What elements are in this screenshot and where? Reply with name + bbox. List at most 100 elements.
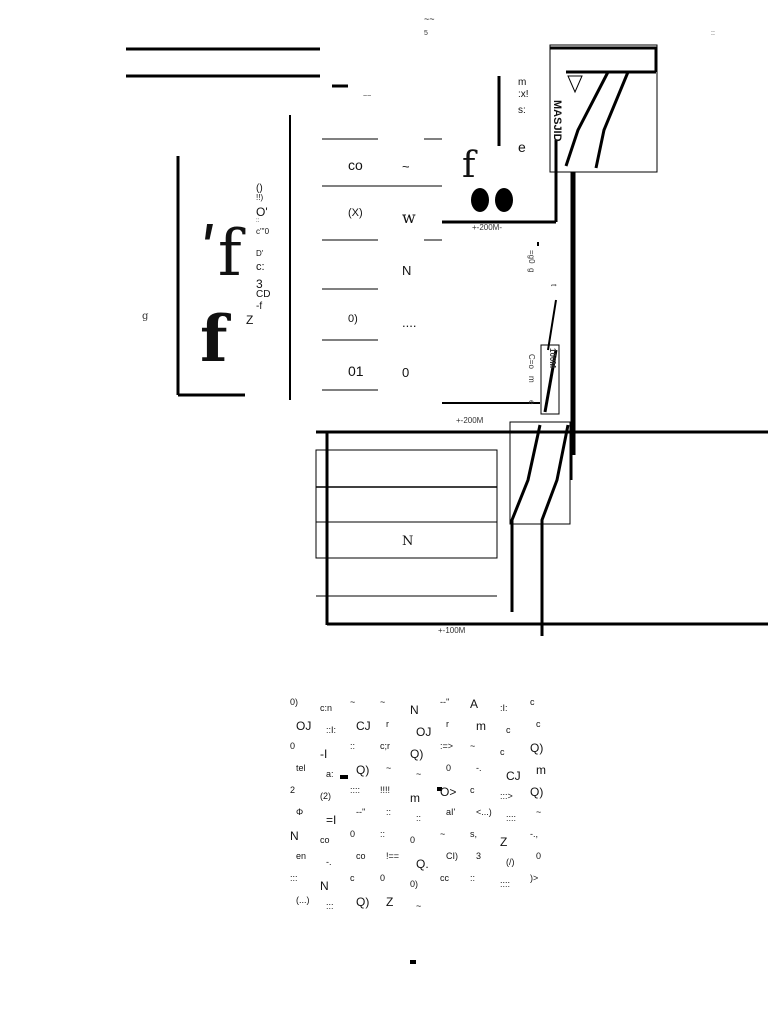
road-200m-top: +-200M-	[472, 223, 503, 232]
masjid-dome-icon	[567, 75, 583, 94]
legend-cell: ~	[536, 807, 542, 817]
left-tiny-g: g	[142, 311, 149, 322]
right-vertical-text: C=o	[527, 354, 536, 369]
legend-cell: OJ	[296, 719, 312, 733]
legend-cell: ::::	[500, 879, 511, 889]
junction-box	[509, 421, 571, 525]
legend-cell: !==	[386, 851, 400, 861]
legend-cell: N	[410, 703, 419, 717]
legend-cell: c:n	[320, 703, 333, 713]
legend-cell: --''	[440, 697, 450, 707]
legend-cell: 0	[446, 763, 452, 773]
legend-cell: O>	[440, 785, 457, 799]
left-column-item: ()	[256, 183, 263, 194]
legend-cell: ~	[416, 769, 422, 779]
legend-cell: N	[320, 879, 329, 893]
legend-cell: :::>	[500, 791, 513, 801]
legend-cell: c	[470, 785, 475, 795]
legend-cell: m	[476, 719, 486, 733]
legend-cell: OJ	[416, 725, 432, 739]
mid-row-right: ....	[402, 315, 417, 330]
legend-cell: ~	[440, 829, 446, 839]
legend-cell: :I:	[500, 703, 508, 713]
legend-cell: Q)	[530, 785, 544, 799]
legend-cell: -.	[476, 763, 482, 773]
legend-cell: Q)	[356, 895, 370, 909]
legend-cell: ~	[470, 741, 476, 751]
legend-cell: tel	[296, 763, 306, 773]
legend-cell: :::	[326, 901, 334, 911]
inner-road-vertical	[547, 299, 557, 351]
legend-cell: Z	[500, 835, 508, 849]
legend-cell: co	[356, 851, 366, 861]
legend-cell: ~	[416, 901, 422, 911]
legend-dash-2	[437, 787, 442, 791]
junction-diag-2	[540, 424, 570, 636]
legend-cell: --''	[356, 807, 366, 817]
legend-cell: s,	[470, 829, 478, 839]
legend-cell: ::	[386, 807, 392, 817]
legend-cell: Z	[386, 895, 394, 909]
legend-cell: r	[386, 719, 389, 729]
legend-cell: 0	[290, 741, 296, 751]
road-100m-vertical: 100M	[548, 348, 557, 369]
legend-cell: :=>	[440, 741, 454, 751]
legend-cell: Q)	[410, 747, 424, 761]
left-column-item: -f	[256, 301, 263, 312]
legend-cell: Q)	[356, 763, 370, 777]
legend-cell: co	[320, 835, 330, 845]
legend-cell: (/)	[506, 857, 515, 867]
left-glyph-f2: f	[200, 302, 228, 377]
road-200m-mid: +-200M	[456, 416, 484, 425]
mid-row-right: ~	[402, 159, 410, 174]
mid-row-right: N	[402, 263, 412, 278]
top-tiny-left: 5	[424, 30, 428, 37]
legend-cell: ::	[350, 741, 356, 751]
dot-left	[471, 188, 489, 212]
top-tilde: ~~	[424, 14, 435, 24]
right-vertical-text: =g0	[527, 250, 536, 264]
right-vertical-text: m	[527, 376, 536, 383]
lower-plot-n: N	[402, 534, 414, 549]
legend-cell: N	[290, 829, 299, 843]
right-vertical-text: g	[527, 268, 536, 273]
legend-cell: A	[470, 697, 479, 711]
legend-cell: 0)	[410, 879, 419, 889]
legend-dash-1	[340, 775, 348, 779]
left-column-item: !!)	[256, 193, 264, 202]
lower-plot-box	[315, 449, 498, 559]
legend-cell: a:	[326, 769, 334, 779]
legend-cell: Q.	[416, 857, 429, 871]
mid-row-right: 0	[402, 365, 410, 380]
legend-cell: =I	[326, 813, 337, 827]
legend-cell: c;r	[380, 741, 390, 751]
legend-cell: c	[500, 747, 505, 757]
legend-cell: 0	[536, 851, 542, 861]
masjid-small-text: :x!	[518, 89, 529, 100]
legend-cell: 2	[290, 785, 296, 795]
legend-cell: 0)	[290, 697, 299, 707]
legend-cell: -.,	[530, 829, 538, 839]
left-column-item: Z	[246, 313, 254, 327]
top-tiny-right: ::	[711, 30, 715, 37]
legend-cell: <...)	[476, 807, 492, 817]
left-column-item: c'''0	[256, 227, 270, 236]
road-100m-box	[540, 344, 560, 415]
legend-cell: -I	[320, 747, 328, 761]
legend-cell: ::I:	[326, 725, 337, 735]
mid-row-left: 01	[348, 363, 364, 379]
legend-dash-3	[410, 960, 416, 964]
masjid-small-text: s:	[518, 105, 526, 116]
legend-cell: (2)	[320, 791, 331, 801]
right-vertical-text: e	[527, 400, 536, 405]
left-column-item: 3	[256, 277, 263, 291]
road-100m-diag	[543, 349, 558, 413]
masjid-diag-2	[594, 71, 630, 169]
masjid-diag-1	[564, 71, 610, 167]
left-column-item: O'	[256, 205, 268, 219]
left-glyph-f1: ʹf	[200, 217, 242, 291]
legend-cell: c	[350, 873, 355, 883]
